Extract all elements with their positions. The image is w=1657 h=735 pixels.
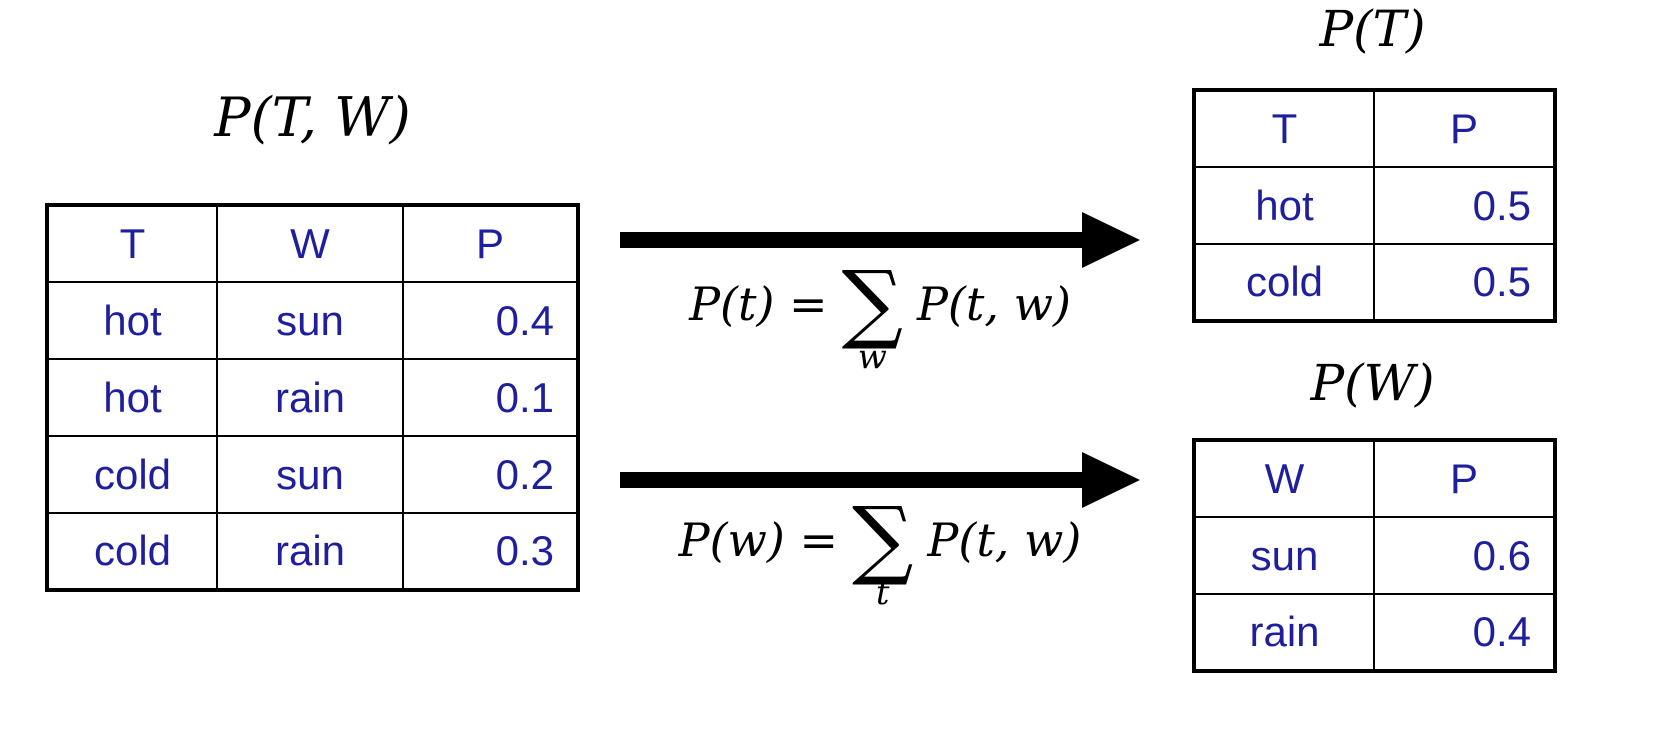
cell: sun bbox=[1193, 516, 1375, 595]
header-cell: P bbox=[1373, 89, 1556, 168]
sigma-icon: ∑ bbox=[841, 253, 903, 354]
header-cell: T bbox=[46, 204, 218, 283]
cell: 0.3 bbox=[402, 512, 579, 591]
arrow-head bbox=[1082, 212, 1140, 268]
marginal-w-table: W P sun 0.6 rain 0.4 bbox=[1192, 438, 1557, 673]
table-row: hot sun 0.4 bbox=[46, 281, 579, 360]
cell: 0.5 bbox=[1373, 166, 1556, 245]
arrow-marginalize-t bbox=[620, 212, 1140, 268]
table-row: cold sun 0.2 bbox=[46, 435, 579, 514]
joint-table-title: P(T, W) bbox=[214, 86, 411, 149]
cell: rain bbox=[216, 512, 404, 591]
formula-rhs: P(t, w) bbox=[916, 277, 1071, 331]
cell: 0.1 bbox=[402, 358, 579, 437]
table-row: cold rain 0.3 bbox=[46, 512, 579, 591]
header-cell: W bbox=[216, 204, 404, 283]
formula-marginal-w: P(w) = ∑ t P(t, w) bbox=[620, 489, 1140, 613]
cell: hot bbox=[46, 281, 218, 360]
cell: rain bbox=[216, 358, 404, 437]
joint-table: T W P hot sun 0.4 hot rain 0.1 cold sun … bbox=[45, 203, 580, 592]
formula-lhs: P(t) = bbox=[689, 277, 828, 331]
arrow-marginalize-w bbox=[620, 452, 1140, 508]
formula-marginal-t: P(t) = ∑ w P(t, w) bbox=[620, 253, 1140, 377]
cell: rain bbox=[1193, 593, 1375, 672]
cell: sun bbox=[216, 281, 404, 360]
header-cell: P bbox=[1373, 439, 1556, 518]
cell: 0.6 bbox=[1373, 516, 1556, 595]
cell: 0.2 bbox=[402, 435, 579, 514]
arrow-shaft bbox=[620, 232, 1082, 248]
cell: cold bbox=[46, 435, 218, 514]
formula-rhs: P(t, w) bbox=[927, 513, 1082, 567]
header-cell: T bbox=[1193, 89, 1375, 168]
summation-symbol: ∑ t bbox=[852, 489, 914, 613]
cell: sun bbox=[216, 435, 404, 514]
sum-subscript: t bbox=[875, 572, 890, 613]
cell: 0.4 bbox=[402, 281, 579, 360]
table-row: sun 0.6 bbox=[1193, 516, 1556, 595]
table-header-row: T P bbox=[1193, 89, 1556, 168]
cell: 0.4 bbox=[1373, 593, 1556, 672]
summation-symbol: ∑ w bbox=[841, 253, 903, 377]
header-cell: P bbox=[402, 204, 579, 283]
arrow-shaft bbox=[620, 472, 1082, 488]
sigma-icon: ∑ bbox=[852, 489, 914, 590]
formula-lhs: P(w) = bbox=[678, 513, 839, 567]
cell: 0.5 bbox=[1373, 243, 1556, 322]
table-row: cold 0.5 bbox=[1193, 243, 1556, 322]
header-cell: W bbox=[1193, 439, 1375, 518]
arrow-head bbox=[1082, 452, 1140, 508]
table-row: rain 0.4 bbox=[1193, 593, 1556, 672]
table-row: hot 0.5 bbox=[1193, 166, 1556, 245]
table-header-row: T W P bbox=[46, 204, 579, 283]
marginal-t-title: P(T) bbox=[1319, 0, 1426, 58]
cell: hot bbox=[46, 358, 218, 437]
cell: cold bbox=[1193, 243, 1375, 322]
sum-subscript: w bbox=[857, 336, 887, 377]
table-row: hot rain 0.1 bbox=[46, 358, 579, 437]
cell: cold bbox=[46, 512, 218, 591]
marginal-w-title: P(W) bbox=[1310, 354, 1435, 412]
table-header-row: W P bbox=[1193, 439, 1556, 518]
cell: hot bbox=[1193, 166, 1375, 245]
marginal-t-table: T P hot 0.5 cold 0.5 bbox=[1192, 88, 1557, 323]
